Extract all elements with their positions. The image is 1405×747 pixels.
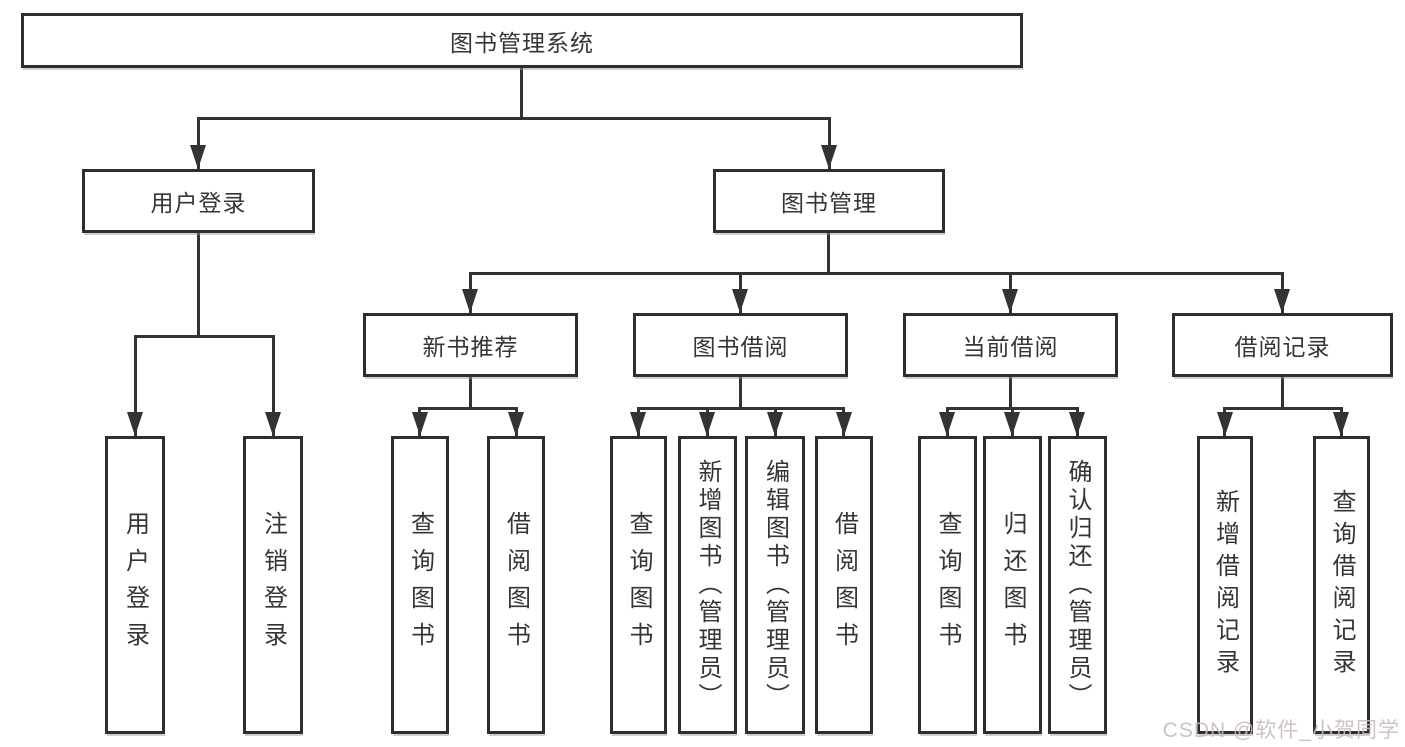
leaf-return-books: 归还图书 [983,436,1042,734]
node-book-borrowing: 图书借阅 [633,313,848,377]
leaf-logout: 注销登录 [243,436,303,734]
leaf-edit-book-admin: 编辑图书（管理员） [745,436,805,734]
arrowhead-to-leaf-query-books-c [939,412,955,436]
leaf-borrow-books-b: 借阅图书 [815,436,873,734]
connector-bookborrow-stem [739,377,742,407]
arrowhead-to-leaf-logout [265,412,281,436]
leaf-query-books-a: 查询图书 [391,436,449,734]
arrowhead-to-leaf-borrow-books-a [508,412,524,436]
leaf-query-borrow-record: 查询借阅记录 [1313,436,1370,734]
leaf-user-login: 用户登录 [105,436,165,734]
node-borrowing-records: 借阅记录 [1172,313,1393,377]
arrowhead-to-leaf-user-login [127,412,143,436]
node-new-book-recommendation: 新书推荐 [363,313,578,377]
arrowhead-to-user-login [190,145,206,169]
connector-currentborrow-stem [1009,377,1012,407]
arrowhead-to-leaf-edit-book [767,412,783,436]
node-current-borrowing: 当前借阅 [903,313,1118,377]
arrowhead-to-leaf-confirm-return [1069,412,1085,436]
leaf-query-books-c: 查询图书 [918,436,977,734]
connector-newbook-bar [419,407,518,410]
leaf-add-book-admin: 新增图书（管理员） [678,436,737,734]
node-book-management: 图书管理 [713,169,945,233]
leaf-query-books-b: 查询图书 [610,436,667,734]
connector-root-drop-left [197,117,200,169]
arrowhead-to-book-borrowing [732,289,748,313]
connector-userlogin-bar [134,335,275,338]
connector-borrowrec-bar [1224,407,1343,410]
connector-userlogin-drop-2 [272,335,275,436]
connector-root-bar [197,117,831,120]
arrowhead-to-leaf-add-book [699,412,715,436]
arrowhead-to-leaf-query-borrow-record [1333,412,1349,436]
arrowhead-to-leaf-borrow-books-b [836,412,852,436]
node-library-management-system: 图书管理系统 [21,13,1023,68]
connector-bookmgmt-bar [469,272,1284,275]
connector-root-drop-right [828,117,831,169]
connector-newbook-stem [469,377,472,407]
connector-userlogin-stem [197,233,200,335]
arrowhead-to-current-borrowing [1002,289,1018,313]
connector-borrowrec-stem [1281,377,1284,407]
arrowhead-to-borrowing-records [1274,289,1290,313]
node-user-login: 用户登录 [82,169,315,233]
connector-root-stem [520,68,523,117]
arrowhead-to-book-management [821,145,837,169]
arrowhead-to-leaf-return-books [1004,412,1020,436]
csdn-watermark: CSDN @软件_小贺同学 [1162,719,1400,742]
leaf-confirm-return-admin: 确认归还（管理员） [1048,436,1107,734]
connector-bookborrow-bar [637,407,845,410]
arrowhead-to-leaf-query-books-b [630,412,646,436]
arrowhead-to-new-book-recommendation [462,289,478,313]
arrowhead-to-leaf-query-books-a [412,412,428,436]
leaf-add-borrow-record: 新增借阅记录 [1197,436,1253,734]
connector-bookmgmt-stem [827,233,830,272]
connector-userlogin-drop-1 [134,335,137,436]
arrowhead-to-leaf-add-borrow-record [1217,412,1233,436]
leaf-borrow-books-a: 借阅图书 [487,436,545,734]
